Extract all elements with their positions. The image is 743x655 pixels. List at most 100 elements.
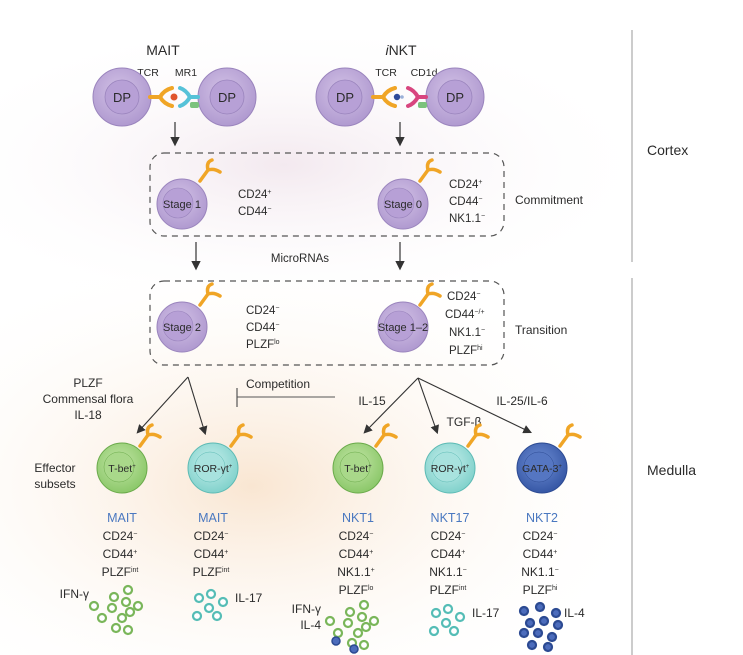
inkt-title-main: NKT [389, 42, 417, 58]
cytokine-label: IL-4 [564, 606, 585, 620]
cytokine-dot [526, 639, 538, 651]
cytokine-dot [360, 621, 372, 633]
arrow-icon [363, 377, 419, 434]
marker: CD44+ [431, 547, 466, 561]
marker: PLZFint [430, 583, 467, 597]
tcr-receptor-icon [229, 423, 253, 448]
cytokine-dot [203, 602, 215, 614]
tcr-receptor-icon [558, 423, 582, 448]
stage0-cell: Stage 0 [377, 158, 442, 230]
cytokine-dot [358, 639, 370, 651]
marker: PLZFhi [449, 345, 483, 357]
dp-cell-mait-right: DP [197, 67, 257, 127]
mait-transition-markers: CD24− CD44− PLZFlo [246, 305, 280, 351]
dp-label: DP [218, 90, 236, 105]
stage-label: Stage 0 [384, 199, 422, 211]
cytokine-dot [191, 610, 203, 622]
cytokine-dot [108, 591, 120, 603]
effector-label: subsets [34, 477, 75, 491]
marker: NK1.1− [429, 565, 466, 579]
signal-label: Commensal flora [43, 392, 134, 406]
subset-name: NKT17 [431, 511, 470, 525]
cytokine-label: IFN-γ [60, 587, 89, 601]
marker: CD44+ [339, 547, 374, 561]
marker: CD24− [447, 291, 481, 303]
cell-nucleus [339, 451, 371, 483]
transcription-factor-label: T-bet+ [108, 463, 136, 475]
cytokine-dot [518, 605, 530, 617]
cell-nucleus [103, 451, 135, 483]
stage-label: Stage 1–2 [378, 322, 428, 334]
lipid-antigen-icon [393, 93, 404, 101]
inkt-commitment-markers: CD24+ CD44− NK1.1− [449, 179, 485, 225]
marker: PLZFint [102, 565, 139, 579]
tcr-receptor-icon [148, 86, 174, 108]
mr1-receptor-icon [178, 86, 200, 108]
tcr-receptor-icon [466, 423, 490, 448]
marker: NK1.1+ [337, 565, 374, 579]
effector-cell-nkt1-2: T-bet+NKT1CD24−CD44+NK1.1+PLZFloIFN-γIL-… [292, 423, 398, 654]
tcr-receptor-icon [371, 86, 397, 108]
cytokine-dot [440, 617, 452, 629]
effector-label: Effector [34, 461, 75, 475]
marker: CD24+ [449, 179, 483, 191]
marker: NK1.1− [521, 565, 558, 579]
cytokine-dot [132, 600, 144, 612]
dp-cell-inkt-right: DP [425, 67, 485, 127]
cytokine-dot [120, 596, 132, 608]
marker: NK1.1− [449, 213, 485, 225]
cytokine-dots [191, 588, 229, 622]
cytokine-dot [324, 615, 336, 627]
tcr-receptor-icon [374, 423, 398, 448]
stage2-cell: Stage 2 [156, 282, 222, 353]
cytokine-dot [352, 627, 364, 639]
cd1d-receptor-icon [406, 86, 428, 108]
effector-subsets: T-bet+MAITCD24−CD44+PLZFintIFN-γROR-γt+M… [60, 423, 585, 654]
marker: CD24− [194, 529, 229, 543]
stage1-2-cell: Stage 1–2 [377, 282, 442, 353]
dp-label: DP [336, 90, 354, 105]
inkt-title-prefix: i [385, 42, 389, 58]
signal-label: PLZF [73, 376, 102, 390]
cytokine-dots [324, 599, 380, 654]
marker: CD24− [431, 529, 466, 543]
marker: CD44−/+ [445, 309, 485, 321]
competition-label: Competition [246, 377, 310, 391]
cytokine-dot [448, 625, 460, 637]
cytokine-dot [542, 641, 554, 653]
cytokine-dot [349, 644, 359, 654]
tcr-receptor-icon [198, 158, 222, 183]
subset-name: MAIT [198, 511, 228, 525]
tcr-receptor-icon [138, 423, 162, 448]
stage-label: Stage 2 [163, 322, 201, 334]
dp-label: DP [113, 90, 131, 105]
cytokine-dot [96, 612, 108, 624]
arrow-icon [187, 376, 208, 436]
tcr-receptor-icon [418, 282, 442, 307]
cytokine-dot [368, 615, 380, 627]
cytokine-dot [88, 600, 100, 612]
cytokine-label: IFN-γ [292, 602, 321, 616]
marker: PLZFlo [246, 339, 280, 351]
cytokine-label: IL-17 [235, 591, 263, 605]
marker: PLZFhi [523, 583, 558, 597]
cytokine-dots [88, 584, 144, 636]
cytokine-dots [518, 601, 564, 653]
dp-cell-inkt-left: DP [315, 67, 375, 127]
cytokine-dot [356, 611, 368, 623]
cytokine-dot [116, 612, 128, 624]
cytokine-dot [344, 606, 356, 618]
stage-label: Stage 1 [163, 199, 201, 211]
stage1-cell: Stage 1 [156, 158, 222, 230]
inkt-transition-markers: CD24− CD44−/+ NK1.1− PLZFhi [445, 291, 485, 357]
marker: CD24− [103, 529, 138, 543]
cytokine-dot [122, 584, 134, 596]
antigen-icon [170, 93, 178, 101]
dp-cell-mait-left: DP [92, 67, 152, 127]
inkt-title: iNKT [385, 42, 417, 58]
marker: NK1.1− [449, 327, 485, 339]
arrow-icon [417, 377, 439, 435]
